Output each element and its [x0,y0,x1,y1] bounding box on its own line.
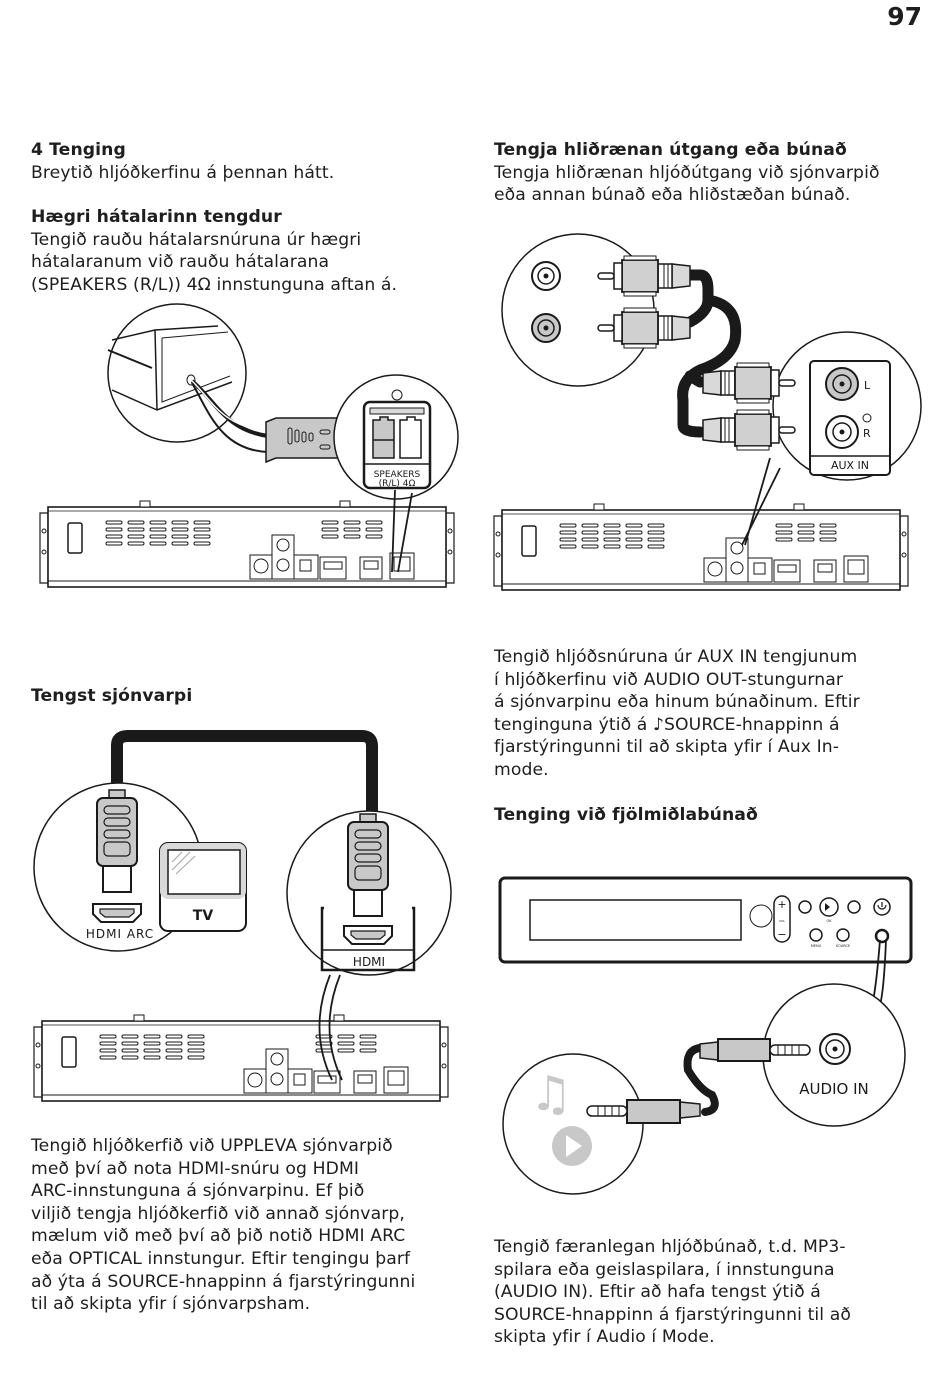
tv-section-heading-block: Tengst sjónvarpi [31,685,192,708]
rear-panel-unit [33,1014,449,1102]
media-line: spilara eða geislaspilara, í innstunguna [494,1259,835,1280]
aux-line: Tengið hljóðsnúruna úr AUX IN tengjunum [494,647,858,667]
hdmi-illustration: TV HDMI ARC HDMI [33,730,452,1102]
menu-icon [809,928,823,942]
speakers-label: SPEAKERS [374,470,421,480]
analog-section: Tengja hliðrænan útgang eða búnað Tengja… [494,139,934,207]
analog-heading: Tengja hliðrænan útgang eða búnað [494,140,847,160]
tv-line: ARC-innstunguna á sjónvarpinu. Ef þið [31,1181,365,1202]
menu-label: MENU [811,944,822,948]
speaker-illustration: SPEAKERS (R/L) 4Ω [39,303,459,588]
aux-line: tenginguna ýtið á ♪SOURCE-hnappinn á [494,714,840,735]
tv-label: TV [193,908,214,924]
source-label: SOURCE [836,944,850,948]
prev-button [798,900,812,914]
tv-line: með því að nota HDMI-snúru og HDMI [31,1158,360,1179]
right-label: R [863,427,871,440]
analog-line: eða annan búnað eða hliðstæðan búnað. [494,185,851,206]
aux-line: fjarstýringunni til að skipta yfir í Aux… [494,737,840,758]
svg-text:−: − [777,928,786,941]
media-heading: Tenging við fjölmiðlabúnað [494,804,758,825]
aux-line: á sjónvarpinu eða hinum búnaðinum. Eftir [494,692,860,713]
rear-panel-unit [39,500,455,588]
hdmi-label: HDMI [353,955,385,969]
hdmi-arc-label: HDMI ARC [86,927,154,941]
speaker-line: hátalaranum við rauðu hátalarana [31,252,330,273]
media-line: SOURCE-hnappinn á fjarstýringunni til að [494,1304,851,1325]
section-heading: 4 Tenging [31,140,126,160]
aux-in-label: AUX IN [831,459,869,472]
ok-label: OK [826,919,832,923]
svg-text:+: + [777,898,786,911]
audio-in-label: AUDIO IN [799,1080,868,1098]
tv-line: til að skipta yfir í sjónvarpsham. [31,1294,311,1315]
tv-heading: Tengst sjónvarpi [31,686,193,706]
vol-label: VOL [779,919,785,923]
music-note-icon: ♫ [529,1066,572,1122]
aux-instructions: Tengið hljóðsnúruna úr AUX IN tengjunum … [494,646,934,826]
media-instructions: Tengið færanlegan hljóðbúnað, t.d. MP3- … [494,1236,934,1349]
tv-line: viljið tengja hljóðkerfið við annað sjón… [31,1203,405,1224]
source-icon [836,928,850,942]
audio-in-port [874,928,890,944]
media-line: (AUDIO IN). Eftir að hafa tengst ýtið á [494,1282,821,1303]
tv-line: eða OPTICAL innstungur. Eftir tengingu þ… [31,1248,411,1269]
media-line: Tengið færanlegan hljóðbúnað, t.d. MP3- [494,1237,846,1257]
media-line: skipta yfir í Audio í Mode. [494,1327,715,1348]
tv-line: að ýta á SOURCE-hnappinn á fjarstýringun… [31,1271,416,1292]
page-number: 97 [887,2,922,31]
tv-line: mælum við með því að þið notið HDMI ARC [31,1226,406,1247]
media-illustration: + − VOL MENU SOURCE OK ♫ AUDIO IN [498,876,913,1195]
tv-instructions: Tengið hljóðkerfið við UPPLEVA sjónvarpi… [31,1135,471,1316]
speaker-heading: Hægri hátalarinn tengdur [31,207,282,228]
rear-panel-unit [493,503,909,591]
aux-line: í hljóðkerfinu við AUDIO OUT-stungurnar [494,669,843,690]
analog-line: Tengja hliðrænan hljóðútgang við sjónvar… [494,162,880,183]
aux-illustration: L R AUX IN [493,233,922,591]
speakers-label-ohm: (R/L) 4Ω [379,479,416,489]
speaker-line: Tengið rauðu hátalarsnúruna úr hægri [31,229,362,250]
next-button [847,900,861,914]
left-label: L [864,379,871,392]
intro-text: Breytið hljóðkerfinu á þennan hátt. [31,162,335,183]
speaker-line: (SPEAKERS (R/L)) 4Ω innstunguna aftan á. [31,274,398,295]
tv-line: Tengið hljóðkerfið við UPPLEVA sjónvarpi… [31,1136,393,1156]
connection-section: 4 Tenging Breytið hljóðkerfinu á þennan … [31,139,471,297]
aux-line: mode. [494,759,549,780]
